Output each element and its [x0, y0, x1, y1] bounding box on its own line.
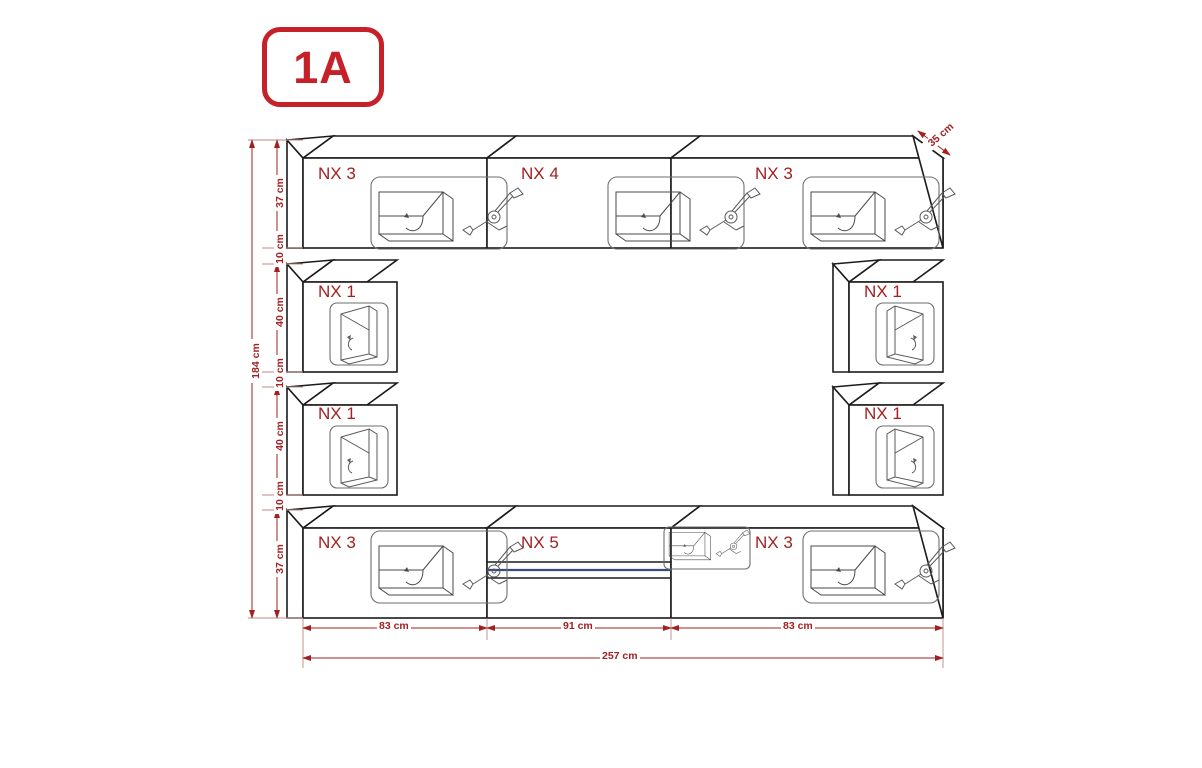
detail-frame-top-center	[607, 176, 745, 250]
unit-mid-right-upper	[831, 258, 946, 373]
unit-code-mid-left-upper: NX 1	[318, 282, 356, 301]
detail-frame-bottom-right	[802, 530, 940, 604]
dim-label-40-b: 40 cm	[274, 418, 286, 454]
unit-code-top-left: NX 3	[318, 164, 356, 183]
unit-code-top-right: NX 3	[755, 164, 793, 183]
detail-frame-bottom-left	[370, 530, 508, 604]
dim-label-10-b: 10 cm	[274, 355, 286, 391]
dim-label-40-a: 40 cm	[274, 294, 286, 330]
unit-code-bottom-center: NX 5	[521, 533, 559, 552]
dim-label-total-width: 257 cm	[600, 650, 640, 662]
unit-code-top-center: NX 4	[521, 164, 559, 183]
detail-frame-mr-lower	[875, 425, 935, 489]
detail-frame-ml-lower	[329, 425, 389, 489]
dim-label-10-a: 10 cm	[274, 231, 286, 267]
detail-frame-mr-upper	[875, 302, 935, 366]
set-code-badge: 1A	[262, 27, 384, 107]
unit-top-left	[285, 134, 519, 249]
dim-label-10-c: 10 cm	[274, 478, 286, 514]
unit-bottom-center	[484, 505, 703, 619]
detail-frame-top-left	[370, 176, 508, 250]
unit-code-mid-right-lower: NX 1	[864, 404, 902, 423]
dim-label-83-right: 83 cm	[781, 620, 815, 632]
dim-label-37-bottom: 37 cm	[274, 541, 286, 577]
detail-frame-ml-upper	[329, 302, 389, 366]
unit-code-bottom-right: NX 3	[755, 533, 793, 552]
unit-code-mid-right-upper: NX 1	[864, 282, 902, 301]
dim-label-91: 91 cm	[561, 620, 595, 632]
unit-mid-left-lower	[285, 381, 400, 496]
unit-mid-left-upper	[285, 258, 400, 373]
unit-code-bottom-left: NX 3	[318, 533, 356, 552]
unit-code-mid-left-lower: NX 1	[318, 404, 356, 423]
set-code-label: 1A	[293, 41, 353, 93]
dim-label-37-top: 37 cm	[274, 175, 286, 211]
dim-label-83-left: 83 cm	[377, 620, 411, 632]
unit-top-center	[484, 135, 703, 249]
unit-top-right	[668, 134, 946, 249]
dim-label-total-height: 184 cm	[250, 339, 262, 383]
unit-mid-right-lower	[831, 381, 946, 496]
detail-frame-bottom-center	[663, 526, 751, 570]
detail-frame-top-right	[802, 176, 940, 250]
